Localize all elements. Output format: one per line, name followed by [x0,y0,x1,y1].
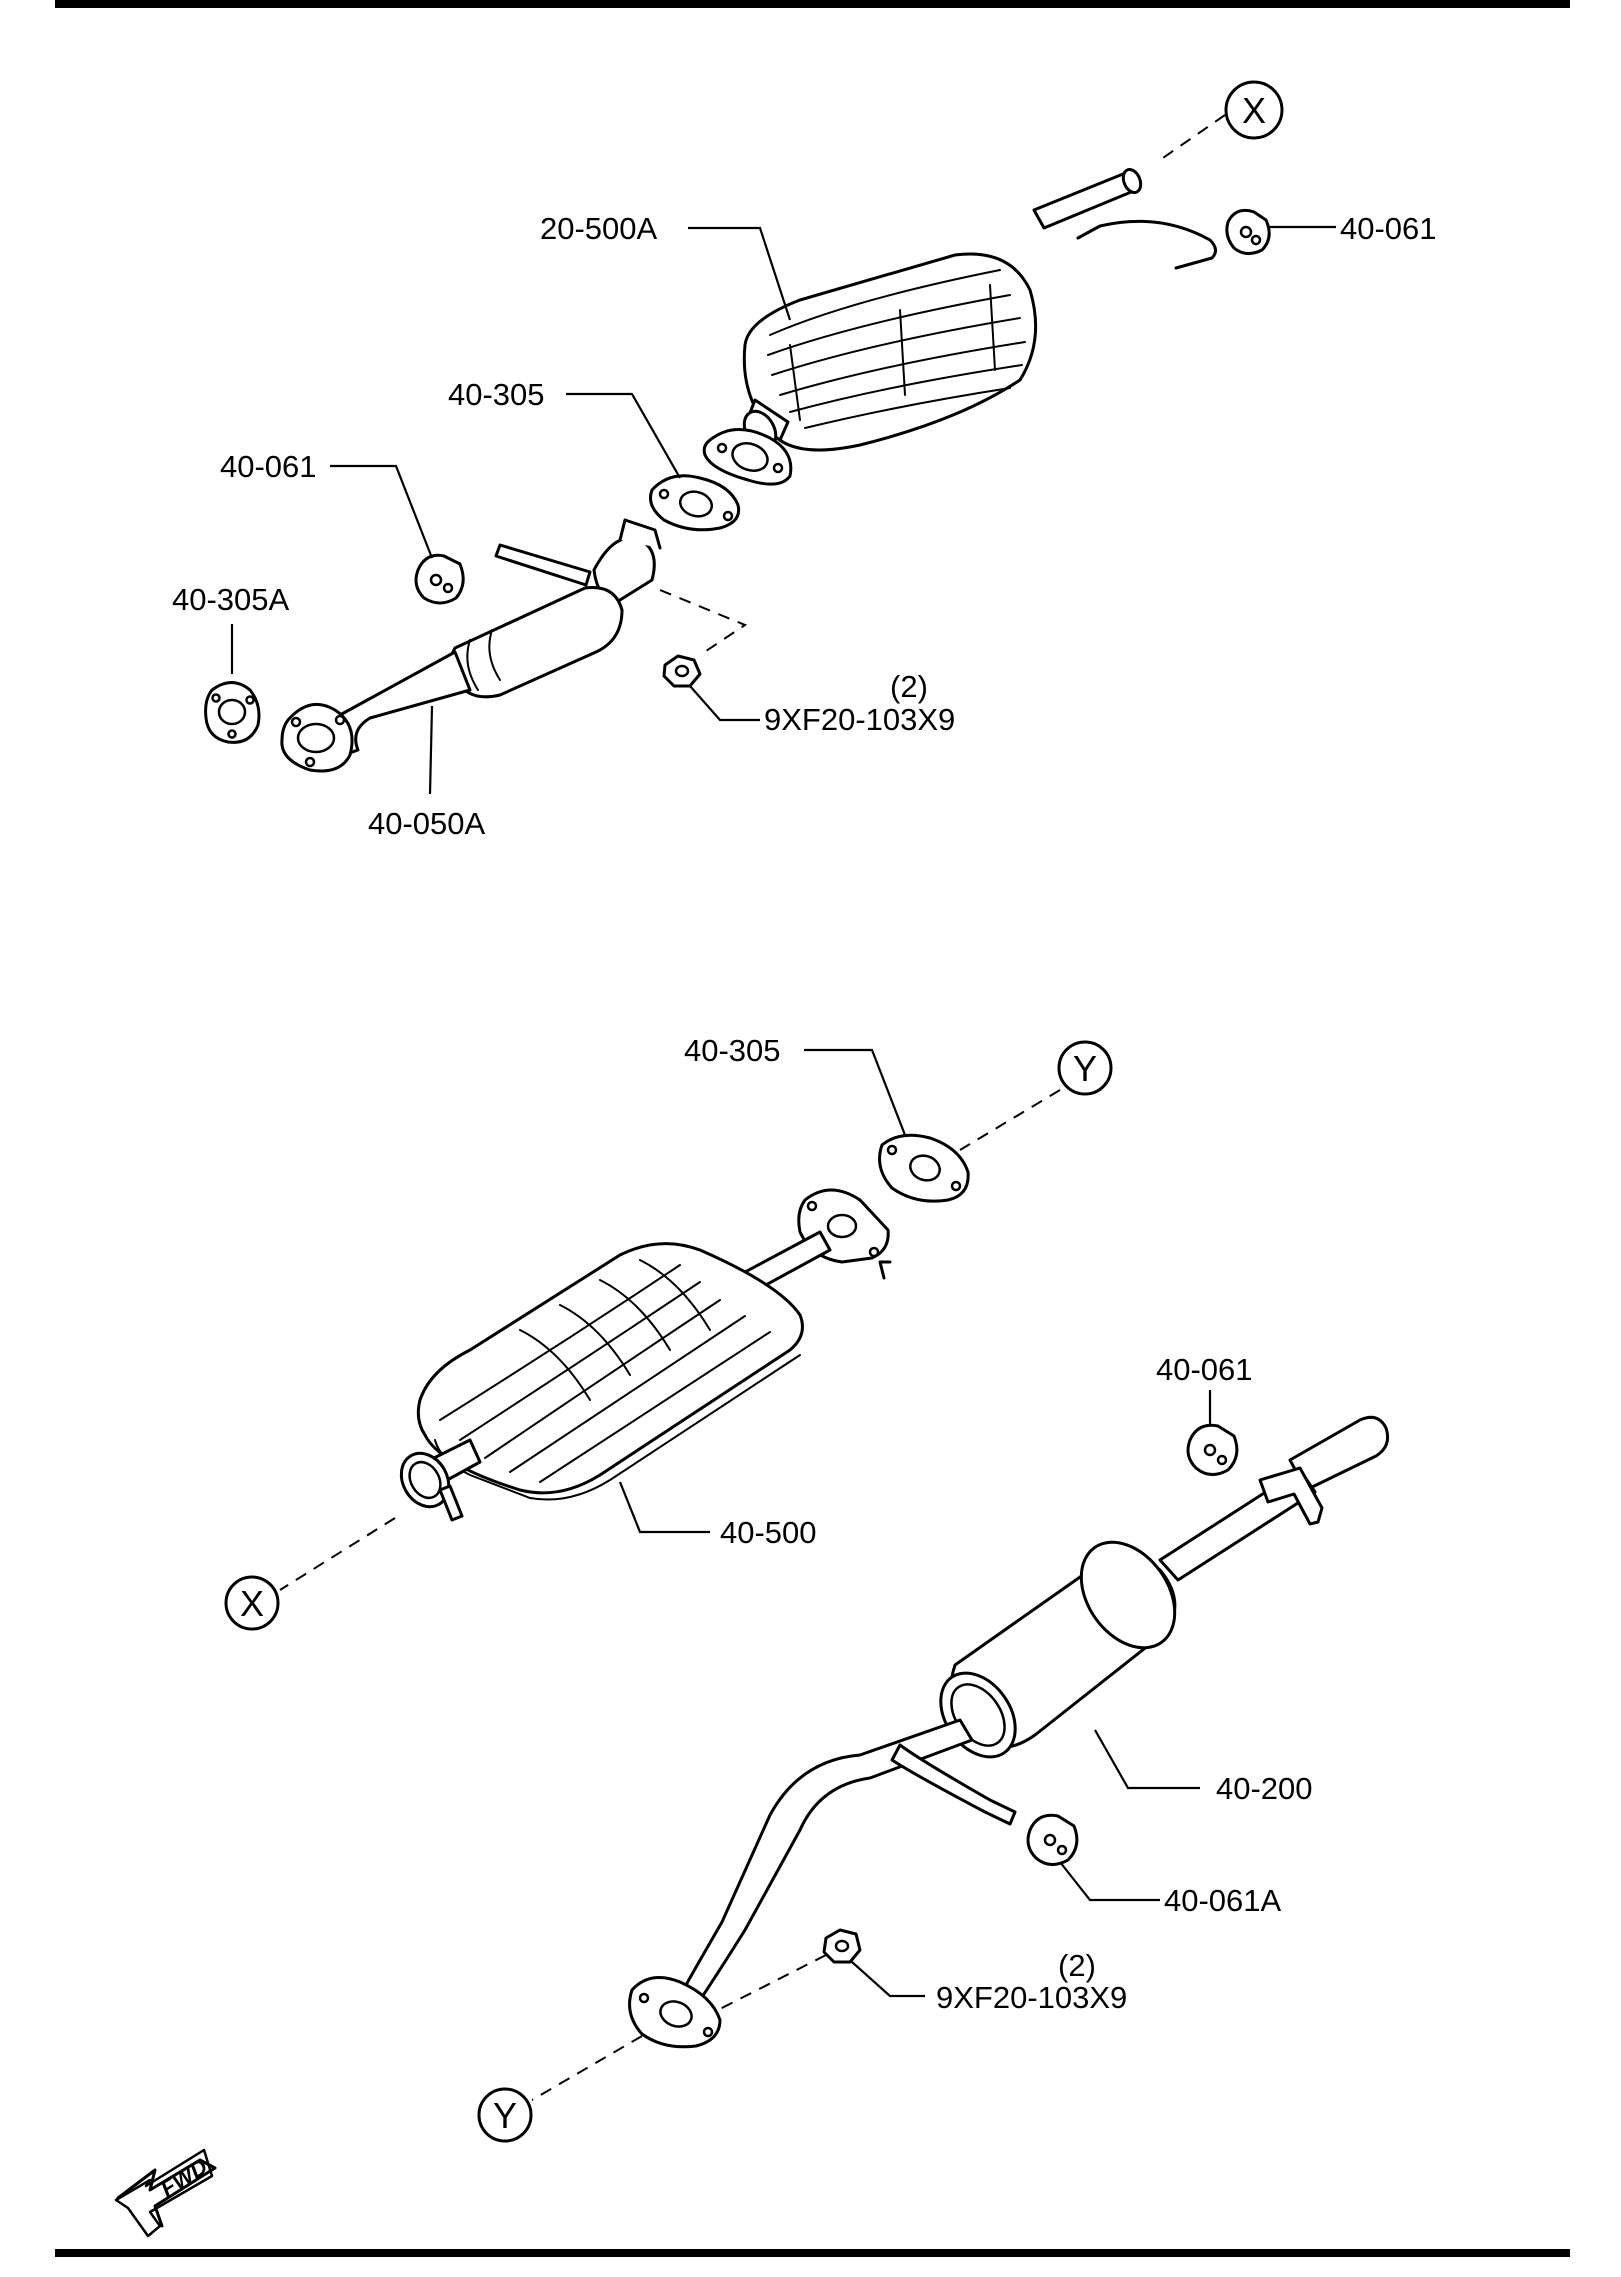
bottom-border [55,2249,1570,2257]
leader-nut-upper [689,685,760,722]
label-40-061-lower: 40-061 [1156,1352,1253,1387]
ref-y-mid-text: Y [1073,1048,1097,1089]
leader-40-061a [1059,1861,1160,1902]
leader-40-305-upper [566,392,681,479]
rubber-hanger-upper-left [414,553,465,605]
label-40-050a: 40-050A [368,806,486,841]
label-20-500a: 20-500A [540,211,658,246]
label-40-500: 40-500 [720,1515,817,1550]
nut-upper [662,654,702,688]
dash-x-top [1159,114,1226,161]
ref-x-mid-text: X [240,1583,264,1624]
rubber-hanger-a [1026,1813,1079,1866]
label-40-305-middle: 40-305 [684,1033,781,1068]
ref-circle-x-mid: X [224,1575,280,1631]
ref-x-top-text: X [1242,90,1266,131]
label-nut-lower-qty: (2) [1058,1948,1096,1983]
label-40-200: 40-200 [1216,1771,1313,1806]
top-border [55,0,1570,8]
leader-40-061-upper-left [330,464,434,559]
gasket-middle [878,1133,970,1203]
dash-nut-lower [713,1954,827,2013]
front-pipe [280,518,662,773]
label-40-061-upper-left: 40-061 [220,449,317,484]
label-40-305-upper: 40-305 [448,377,545,412]
leader-40-305-middle [804,1048,907,1136]
dash-x-mid [279,1517,396,1591]
label-40-061-top: 40-061 [1340,211,1437,246]
rubber-hanger-lower [1186,1423,1239,1476]
main-silencer [628,1415,1390,2049]
ref-circle-x-top: X [1224,80,1284,140]
label-nut-upper: 9XF20-103X9 [764,702,955,737]
forward-arrow: FWD [114,2148,217,2238]
ref-circle-y-bottom: Y [477,2087,533,2143]
leader-nut-lower [851,1961,925,1998]
dash-y-bottom [531,2035,643,2101]
leader-40-200 [1094,1729,1200,1790]
presilencer [399,1188,892,1522]
label-40-061a: 40-061A [1164,1883,1282,1918]
ref-circle-y-mid: Y [1057,1040,1113,1096]
label-40-305a: 40-305A [172,582,290,617]
leader-40-050a [428,705,434,795]
nut-lower [822,1928,862,1964]
gasket-front [204,681,261,744]
leader-40-500 [618,1481,710,1534]
label-nut-upper-qty: (2) [890,669,928,704]
leader-20-500a [688,226,792,321]
rubber-hanger-top-right [1225,208,1271,255]
catalytic-converter [702,167,1217,486]
gasket-upper [649,474,741,532]
label-nut-lower: 9XF20-103X9 [936,1980,1127,2015]
dash-y-mid [959,1089,1061,1151]
ref-y-bottom-text: Y [493,2095,517,2136]
dash-nut-upper [659,589,748,656]
